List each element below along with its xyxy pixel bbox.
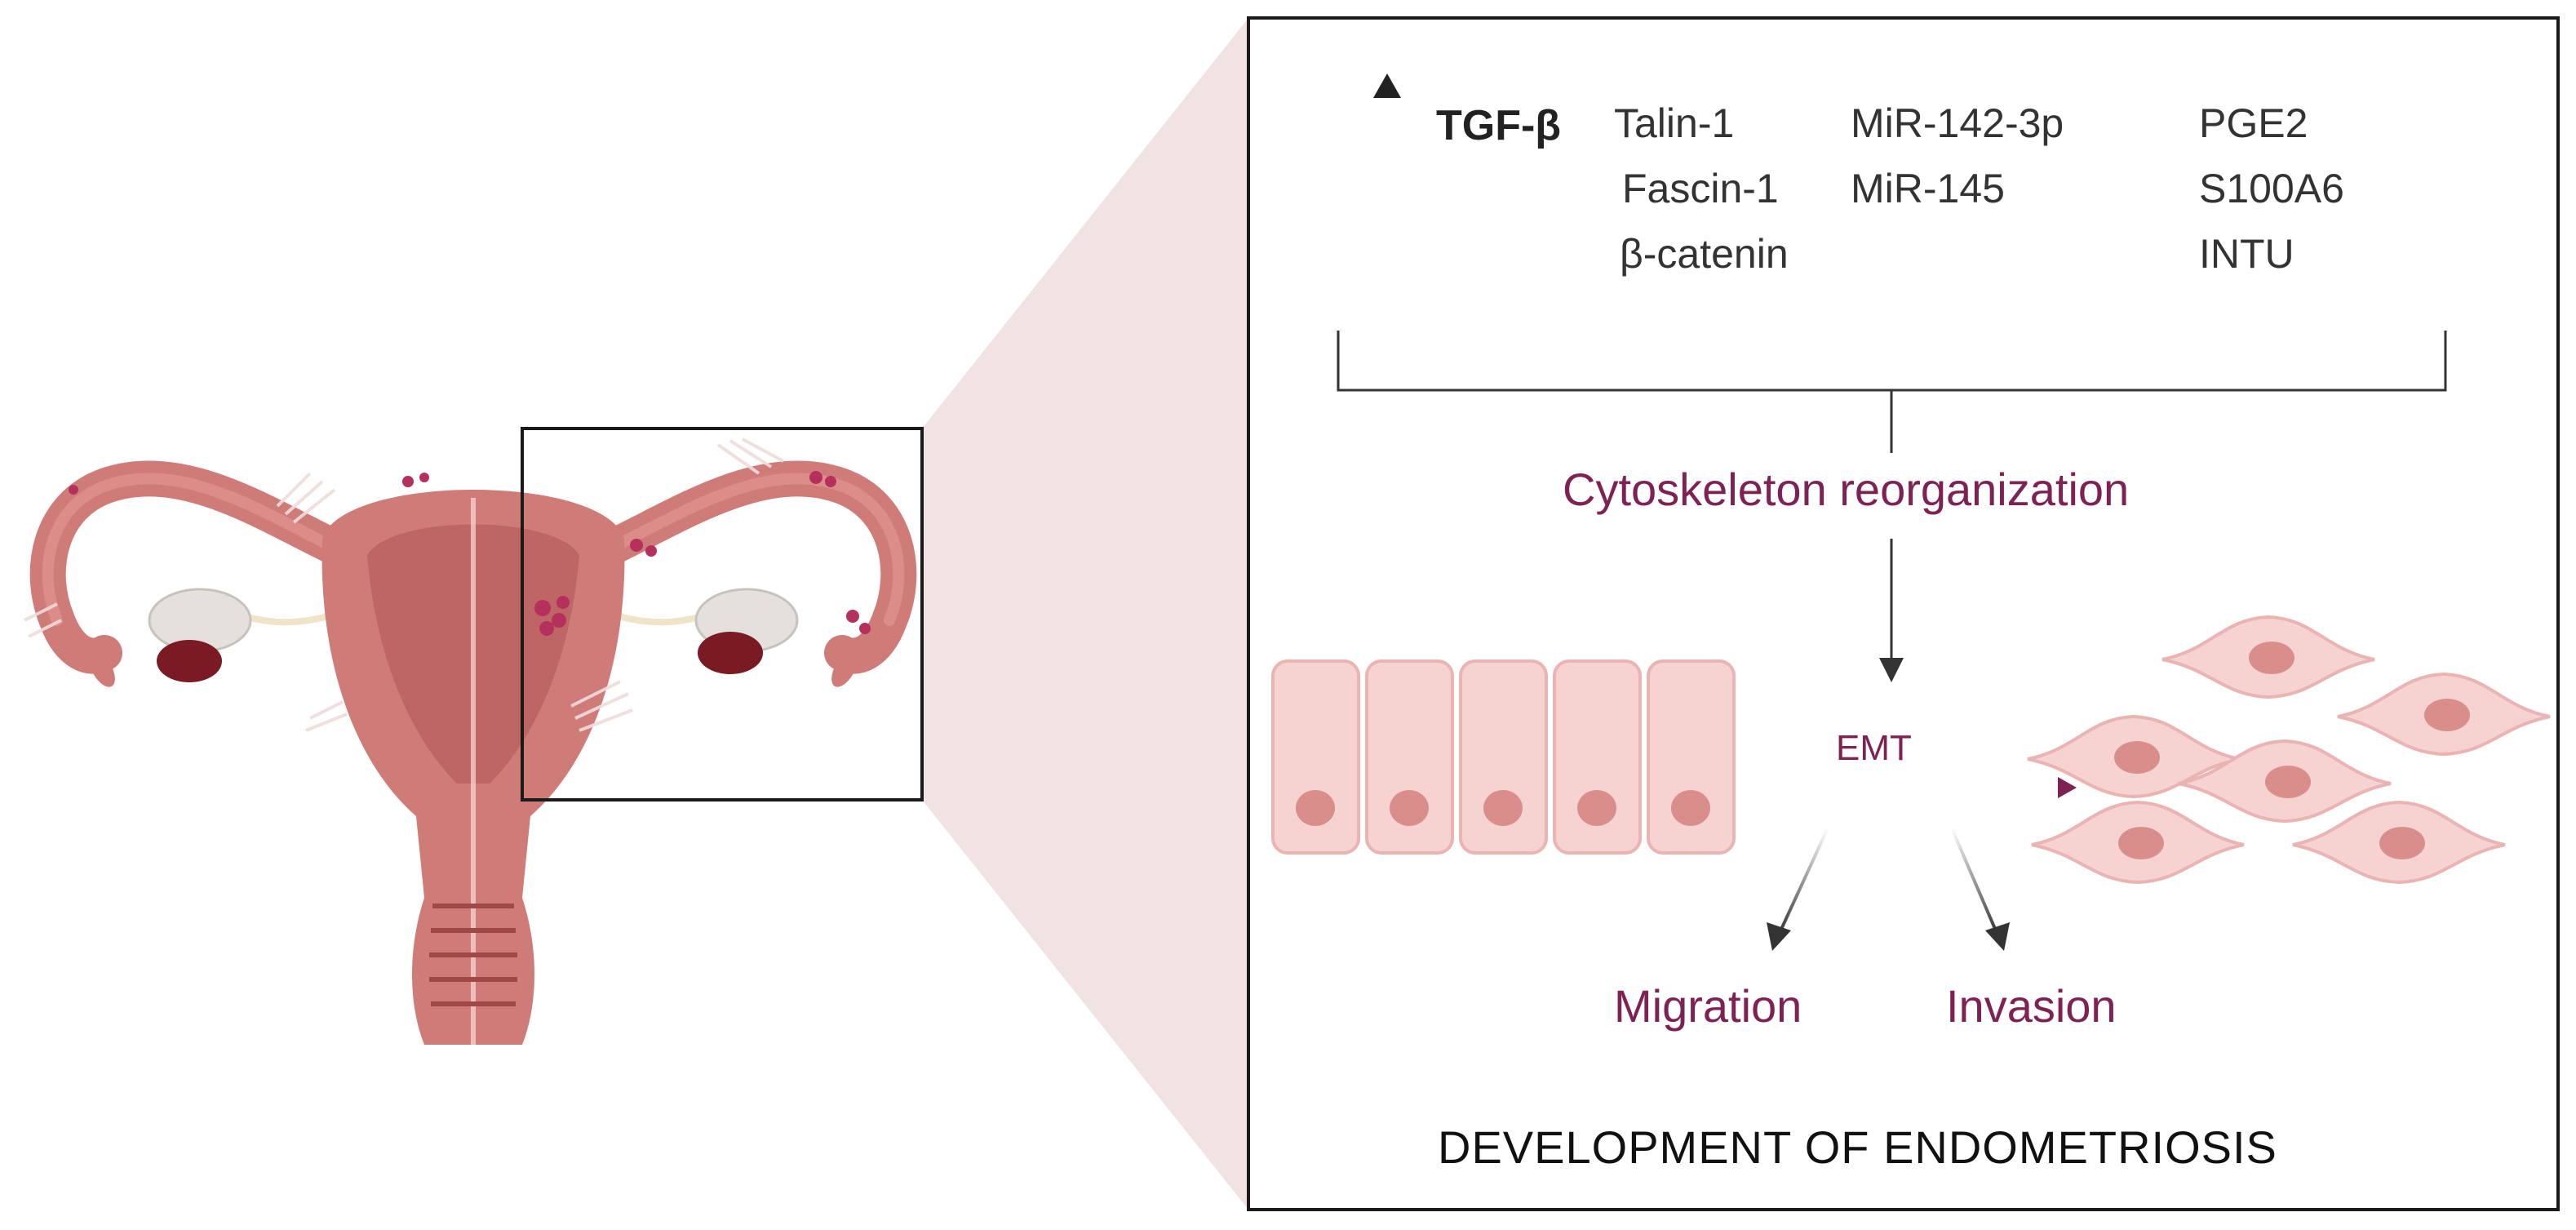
- zoom-wedge: [922, 18, 1248, 1210]
- uterus-illustration: [24, 437, 917, 1045]
- molecule-fascin-1: Fascin-1: [1622, 166, 1779, 211]
- mesenchymal-cell-icon: [2178, 739, 2392, 824]
- up-arrow-head: [1373, 73, 1401, 98]
- right-ovary: [694, 588, 799, 674]
- left-fimbriae: [46, 626, 115, 687]
- epithelial-cell-icon: [1647, 659, 1736, 855]
- detail-panel: [1247, 16, 2560, 1211]
- molecule-pge2: PGE2: [2199, 100, 2308, 146]
- left-ovary: [148, 588, 252, 682]
- mesenchymal-cell-icon: [2031, 800, 2245, 885]
- mesenchymal-cell-icon: [2161, 615, 2375, 699]
- emt-label: EMT: [1836, 728, 1912, 768]
- molecule-mir-142-3p: MiR-142-3p: [1851, 100, 2064, 146]
- epithelial-cell-icon: [1365, 659, 1454, 855]
- invasion-label: Invasion: [1946, 980, 2117, 1032]
- endometriotic-lesions: [69, 471, 871, 636]
- mesenchymal-cell-icon: [2337, 672, 2551, 757]
- mesenchymal-cell-icon: [2027, 714, 2241, 799]
- mesenchymal-cells: [2027, 615, 2551, 885]
- tgf-beta-label: TGF-β: [1436, 102, 1562, 149]
- adhesion-strands: [24, 437, 784, 732]
- right-fimbriae: [831, 626, 901, 687]
- invasion-arrow-head: [1985, 922, 2010, 951]
- mesenchymal-cell-icon: [2292, 800, 2506, 885]
- migration-label: Migration: [1614, 980, 1802, 1032]
- development-of-endometriosis-title: DEVELOPMENT OF ENDOMETRIOSIS: [1438, 1121, 2277, 1173]
- molecule-talin-1: Talin-1: [1614, 100, 1735, 146]
- epithelial-cell-icon: [1553, 659, 1642, 855]
- epithelial-cell-icon: [1271, 659, 1360, 855]
- zoom-focus-box: [521, 427, 924, 801]
- epithelial-cell-icon: [1459, 659, 1548, 855]
- molecule-intu: INTU: [2199, 231, 2294, 277]
- migration-arrow-head: [1767, 922, 1791, 951]
- cytoskeleton-reorganization-label: Cytoskeleton reorganization: [1563, 464, 2130, 515]
- molecule-s100a6: S100A6: [2199, 166, 2344, 211]
- molecule-beta-catenin: β-catenin: [1620, 231, 1789, 277]
- cervical-canal: [429, 904, 517, 1006]
- epithelial-cells: [1271, 659, 1736, 855]
- invasion-arrow: [1950, 828, 1999, 935]
- migration-arrow: [1777, 828, 1829, 935]
- molecule-mir-145: MiR-145: [1851, 166, 2005, 211]
- emt-arrow-head: [2058, 777, 2077, 798]
